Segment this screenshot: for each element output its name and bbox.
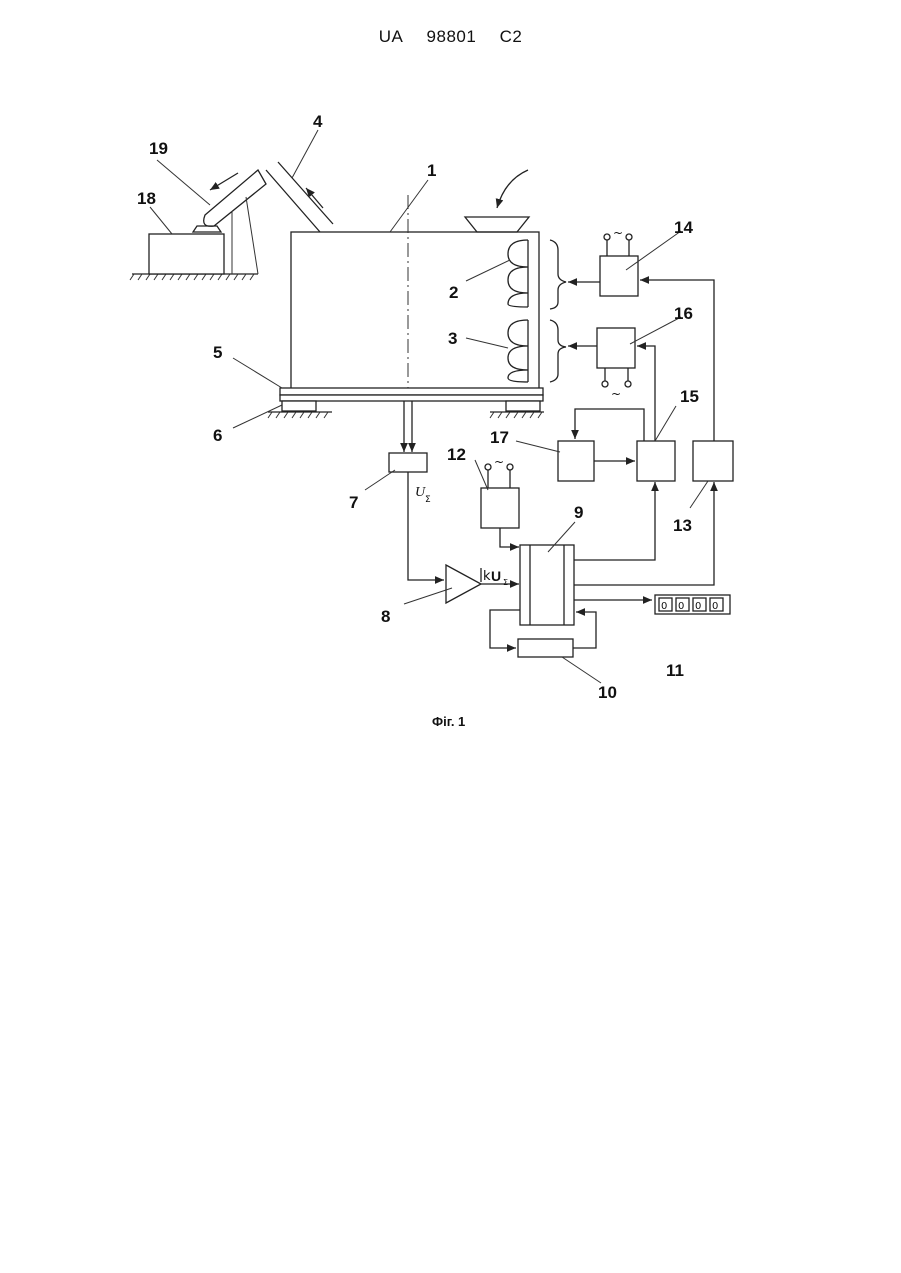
label-16: 16 bbox=[674, 304, 693, 323]
line-15-to-16 bbox=[637, 346, 655, 441]
label-18: 18 bbox=[137, 189, 156, 208]
label-4: 4 bbox=[313, 112, 323, 131]
ac-symbol-12: ~ bbox=[494, 455, 504, 469]
line-7-to-8 bbox=[408, 472, 444, 580]
label-3: 3 bbox=[448, 329, 457, 348]
label-10: 10 bbox=[598, 683, 617, 702]
display-digit-3: 0 bbox=[695, 601, 701, 612]
feed-arrow bbox=[497, 170, 528, 208]
block-15 bbox=[637, 441, 675, 481]
label-19: 19 bbox=[149, 139, 168, 158]
label-14: 14 bbox=[674, 218, 693, 237]
funnel bbox=[465, 217, 529, 232]
label-12: 12 bbox=[447, 445, 466, 464]
block-18 bbox=[149, 234, 224, 274]
block-14 bbox=[600, 256, 638, 296]
amplifier-8 bbox=[446, 565, 481, 603]
display-digit-2: 0 bbox=[678, 601, 684, 612]
block-7 bbox=[389, 453, 427, 472]
block-17 bbox=[558, 441, 594, 481]
label-8: 8 bbox=[381, 607, 390, 626]
vessel-1 bbox=[291, 232, 539, 390]
signal-k: k bbox=[483, 569, 491, 584]
label-15: 15 bbox=[680, 387, 699, 406]
line-9-to-15 bbox=[574, 482, 655, 560]
block-18-cup bbox=[193, 226, 221, 232]
block-9 bbox=[520, 545, 574, 625]
signal-u-sub: Σ bbox=[425, 495, 431, 505]
figure-caption: Фіг. 1 bbox=[432, 714, 465, 729]
display-digit-1: 0 bbox=[661, 601, 667, 612]
ac-symbol-16: ~ bbox=[611, 387, 621, 401]
line-12-to-9 bbox=[500, 528, 519, 547]
label-1: 1 bbox=[427, 161, 436, 180]
block-13 bbox=[693, 441, 733, 481]
signal-ku-sub: Σ bbox=[503, 578, 508, 587]
label-11: 11 bbox=[666, 661, 684, 680]
label-2: 2 bbox=[449, 283, 458, 302]
block-16 bbox=[597, 328, 635, 368]
ground-left bbox=[130, 274, 258, 280]
label-7: 7 bbox=[349, 493, 358, 512]
line-9-to-10 bbox=[490, 610, 520, 648]
display-digit-4: 0 bbox=[712, 601, 718, 612]
label-13: 13 bbox=[673, 516, 692, 535]
block-12 bbox=[481, 488, 519, 528]
base-plate-5 bbox=[268, 388, 544, 418]
line-10-to-9 bbox=[573, 612, 596, 648]
line-15-to-17 bbox=[575, 409, 644, 441]
signal-ku: U bbox=[491, 568, 501, 584]
label-5: 5 bbox=[213, 343, 222, 362]
signal-u-sigma: U Σ bbox=[415, 485, 431, 505]
block-10 bbox=[518, 639, 573, 657]
label-17: 17 bbox=[490, 428, 509, 447]
label-6: 6 bbox=[213, 426, 222, 445]
chute-4 bbox=[266, 162, 333, 232]
ac-symbol-14: ~ bbox=[613, 226, 623, 240]
line-9-to-13 bbox=[574, 482, 714, 585]
label-9: 9 bbox=[574, 503, 583, 522]
